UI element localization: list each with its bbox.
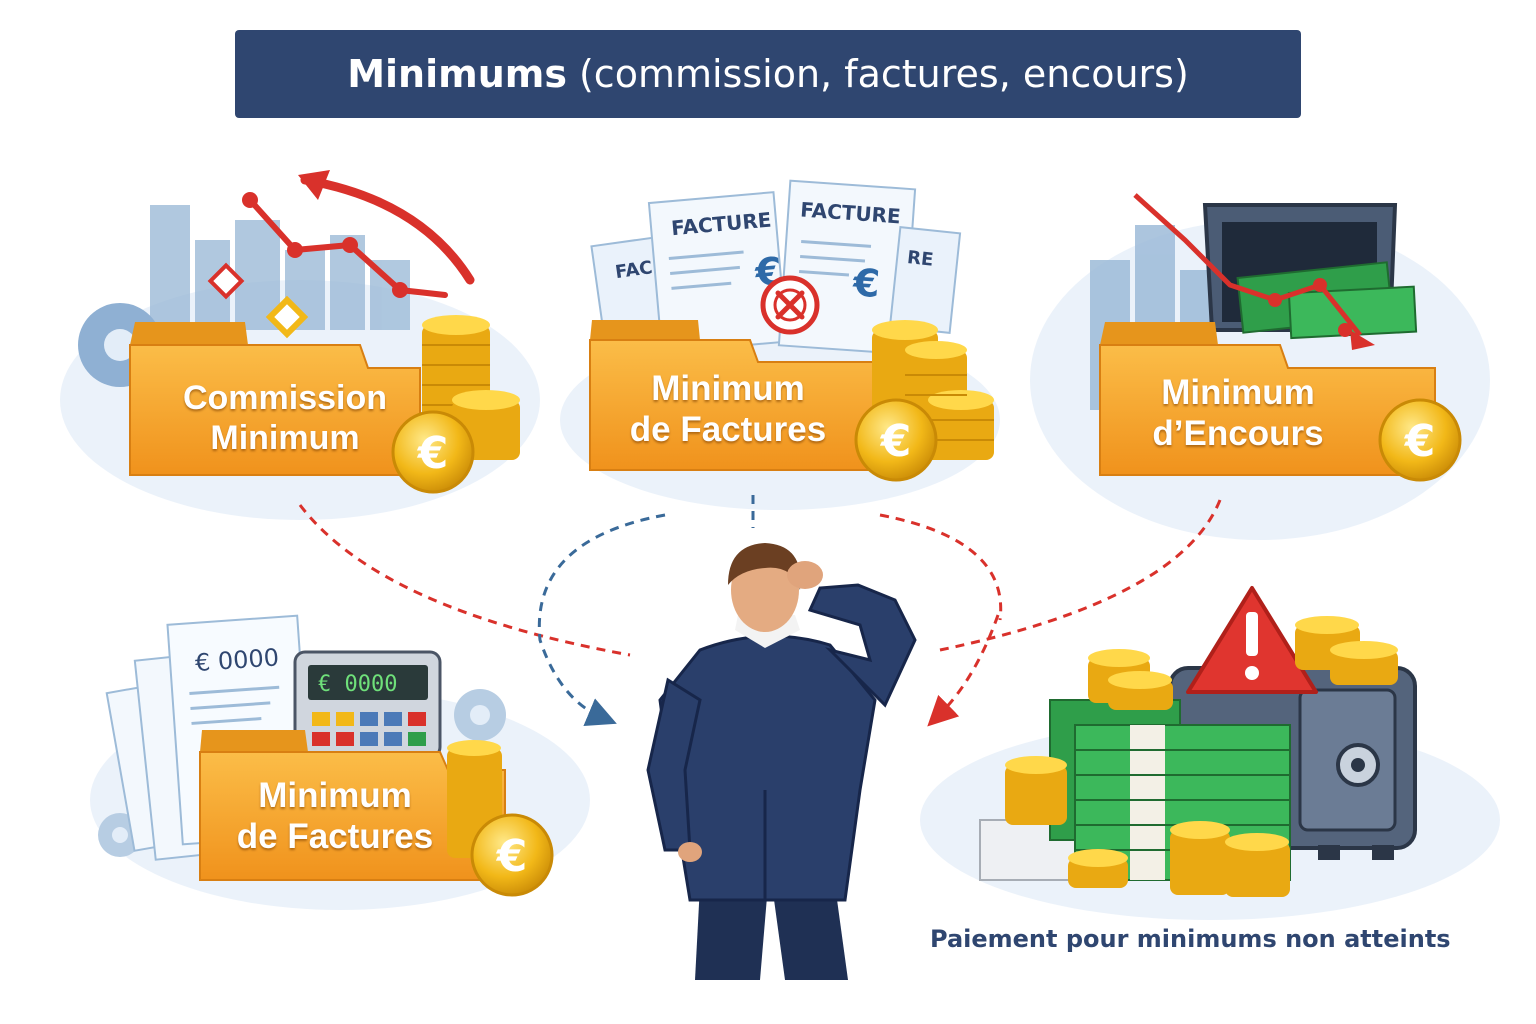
arrow-factures-to-person (537, 513, 666, 727)
label-line: d’Encours (1152, 414, 1324, 454)
label-line: Minimum (1161, 373, 1315, 412)
connector-arrows (298, 495, 1222, 727)
svg-text:€: € (417, 428, 449, 479)
panel-factures-top: FAC FACTURE € FACTURE € RE (560, 179, 1000, 510)
penalty-caption: Paiement pour minimums non atteints (930, 925, 1451, 953)
label-minimum-encours: Minimum d’Encours (1118, 372, 1358, 455)
panel-encours: € (1030, 193, 1490, 540)
label-line: de Factures (629, 410, 827, 450)
label-line: Minimum (651, 369, 805, 408)
label-commission-minimum: Commission Minimum (155, 378, 415, 458)
label-line: de Factures (236, 817, 434, 857)
label-minimum-factures-bottom: Minimum de Factures (215, 775, 455, 858)
confused-businessman-icon (646, 543, 917, 980)
label-line: Commission (182, 379, 388, 417)
euro-coin-icon: € (1378, 398, 1462, 482)
svg-text:€: € (496, 831, 528, 882)
gear-icon (98, 689, 506, 857)
title-bold: Minimums (347, 52, 567, 96)
title-rest: (commission, factures, encours) (578, 52, 1189, 96)
euro-coin-icon: € (854, 398, 938, 482)
coin-stack (1005, 616, 1398, 897)
arrow-encours-to-person (939, 499, 1222, 652)
arrow-factures-right (879, 513, 1003, 621)
folder-icon (129, 322, 421, 476)
calculator-icon: € 0000 (293, 650, 442, 759)
panel-factures-bottom: € 0000 € 0000 € (90, 614, 590, 910)
label-line: Minimum (258, 776, 412, 815)
diamond-marker (207, 262, 245, 300)
invoice-amount: € 0000 (194, 643, 280, 677)
trend-down-arrow (1133, 193, 1375, 350)
arrow-commission-to-person (298, 504, 631, 657)
svg-text:€: € (880, 416, 912, 467)
warning-triangle-icon (1186, 586, 1318, 694)
diamond-marker (265, 295, 309, 339)
invoice-label: RE (906, 247, 934, 271)
folder-icon (199, 730, 506, 881)
euro-coin-icon: € (391, 410, 475, 494)
svg-text:€: € (1404, 416, 1436, 467)
euro-coin-icon: € (470, 813, 554, 897)
label-minimum-factures-top: Minimum de Factures (598, 368, 858, 451)
title-banner: Minimums (commission, factures, encours) (235, 30, 1301, 118)
folder-icon (589, 320, 901, 471)
calculator-display: € 0000 (318, 672, 397, 697)
panel-commission: € (60, 170, 540, 520)
reject-x-icon (760, 275, 820, 335)
invoice-label: FAC (614, 257, 654, 283)
panel-penalty (920, 586, 1500, 920)
arrow-to-person-right (927, 614, 1000, 727)
label-line: Minimum (210, 419, 360, 458)
folder-icon (1099, 322, 1436, 476)
invoice-document: RE (888, 226, 962, 334)
svg-text:€: € (851, 260, 881, 306)
city-background (150, 205, 410, 330)
